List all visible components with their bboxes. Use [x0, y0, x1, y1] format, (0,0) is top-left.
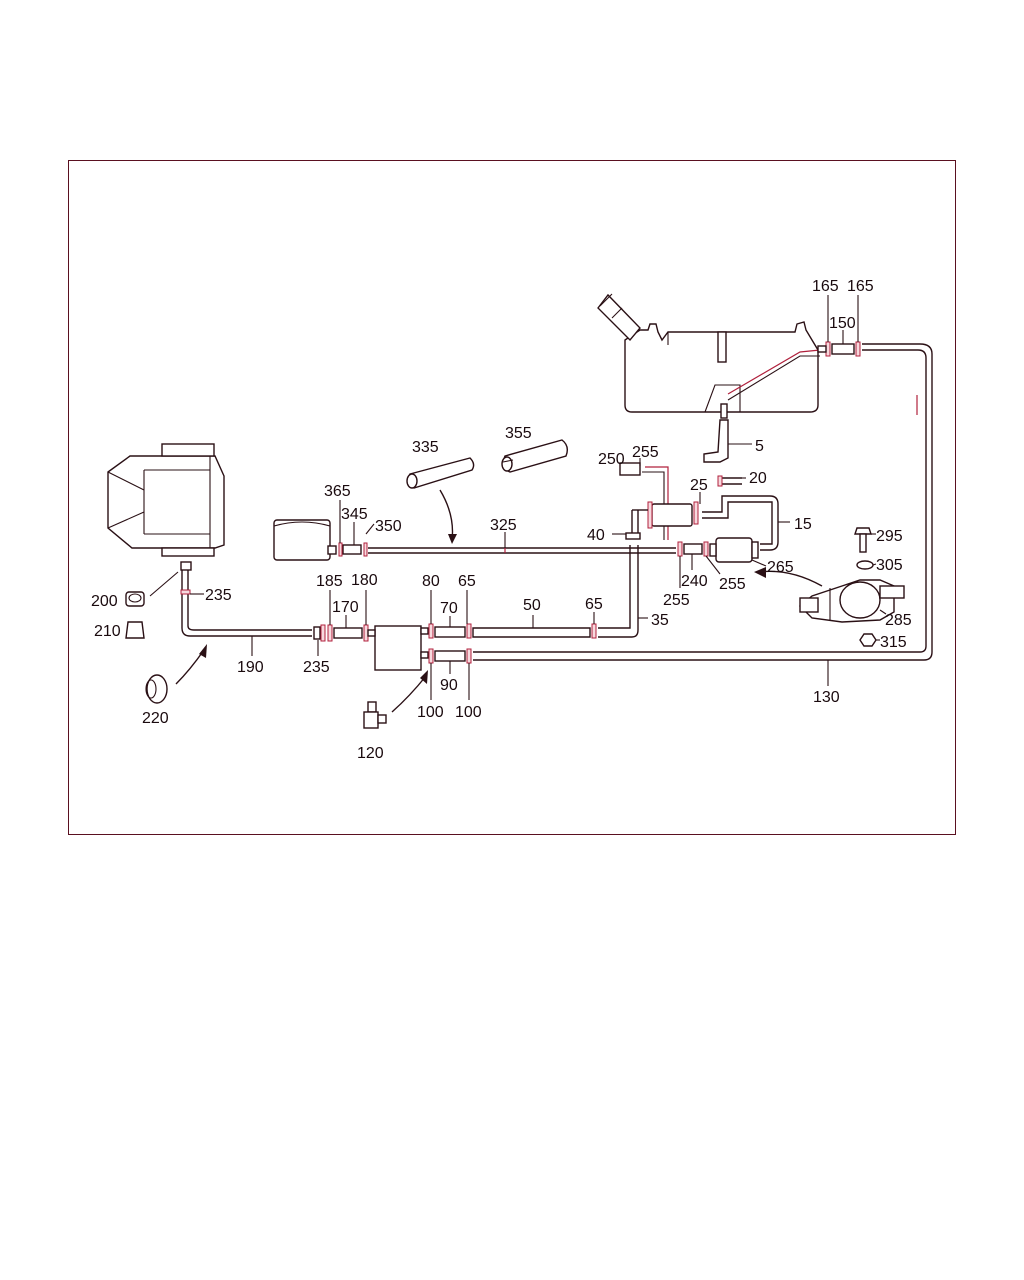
- callout-120: 120: [357, 745, 384, 762]
- callout-305: 305: [876, 557, 903, 574]
- callout-5: 5: [755, 438, 764, 455]
- relay-285: [798, 579, 905, 623]
- callout-90: 90: [440, 677, 458, 694]
- callout-100-a: 100: [417, 704, 444, 721]
- callout-210: 210: [94, 623, 121, 640]
- hose-355: [501, 439, 569, 473]
- callout-15: 15: [794, 516, 812, 533]
- pipe-50: [472, 627, 591, 638]
- hose-335: [406, 457, 475, 489]
- callout-50: 50: [523, 597, 541, 614]
- bolt-295: [854, 527, 872, 553]
- pipe-35: [598, 545, 639, 638]
- callout-355: 355: [505, 425, 532, 442]
- pipe-190: [181, 570, 312, 637]
- line-325: [368, 547, 676, 554]
- callout-185: 185: [316, 573, 343, 590]
- callout-170: 170: [332, 599, 359, 616]
- diagram-frame: [68, 160, 956, 835]
- callout-250: 250: [598, 451, 625, 468]
- callout-65-a: 65: [458, 573, 476, 590]
- hose-150: [831, 343, 855, 355]
- hose-15: [702, 495, 779, 551]
- leader-lines: [149, 295, 887, 700]
- hose-90: [434, 650, 466, 662]
- callout-35: 35: [651, 612, 669, 629]
- engine-block: [107, 443, 225, 571]
- callout-315: 315: [880, 634, 907, 651]
- callout-345: 345: [341, 506, 368, 523]
- check-valve-25: [651, 503, 693, 527]
- hose-170: [333, 627, 363, 639]
- callout-65-b: 65: [585, 596, 603, 613]
- hose-70: [434, 626, 466, 638]
- charcoal-canister: [273, 519, 337, 561]
- fuel-filter: [374, 625, 422, 671]
- callout-20: 20: [749, 470, 767, 487]
- pipe-5: [703, 419, 729, 463]
- callout-240: 240: [681, 573, 708, 590]
- callout-325: 325: [490, 517, 517, 534]
- callout-365: 365: [324, 483, 351, 500]
- callout-180: 180: [351, 572, 378, 589]
- callout-255-c: 255: [719, 576, 746, 593]
- callout-labels: 5 15 20 25 35 40 50 65 65 70 80 90 100 1…: [91, 278, 912, 762]
- washer-305: [856, 560, 874, 570]
- callout-255-b: 255: [663, 592, 690, 609]
- callout-255-a: 255: [632, 444, 659, 461]
- callout-165-a: 165: [812, 278, 839, 295]
- callout-265: 265: [767, 559, 794, 576]
- switchover-valve-265: [709, 537, 759, 563]
- pipe-130: [473, 343, 933, 661]
- callout-220: 220: [142, 710, 169, 727]
- callout-165-b: 165: [847, 278, 874, 295]
- callout-190: 190: [237, 659, 264, 676]
- callout-295: 295: [876, 528, 903, 545]
- cap-200: [125, 591, 145, 607]
- callout-70: 70: [440, 600, 458, 617]
- callout-150: 150: [829, 315, 856, 332]
- callout-235-a: 235: [205, 587, 232, 604]
- hose-240: [683, 543, 703, 555]
- callout-80: 80: [422, 573, 440, 590]
- callout-100-b: 100: [455, 704, 482, 721]
- callout-130: 130: [813, 689, 840, 706]
- callout-235-b: 235: [303, 659, 330, 676]
- callout-25: 25: [690, 477, 708, 494]
- callout-335: 335: [412, 439, 439, 456]
- fuel-tank: [597, 293, 821, 419]
- callout-40: 40: [587, 527, 605, 544]
- callout-285: 285: [885, 612, 912, 629]
- grommet-220: [145, 674, 168, 704]
- nut-315: [859, 633, 877, 647]
- fitting-120: [363, 701, 387, 729]
- callout-350: 350: [375, 518, 402, 535]
- cap-210: [125, 621, 145, 639]
- callout-200: 200: [91, 593, 118, 610]
- hose-345: [342, 544, 362, 555]
